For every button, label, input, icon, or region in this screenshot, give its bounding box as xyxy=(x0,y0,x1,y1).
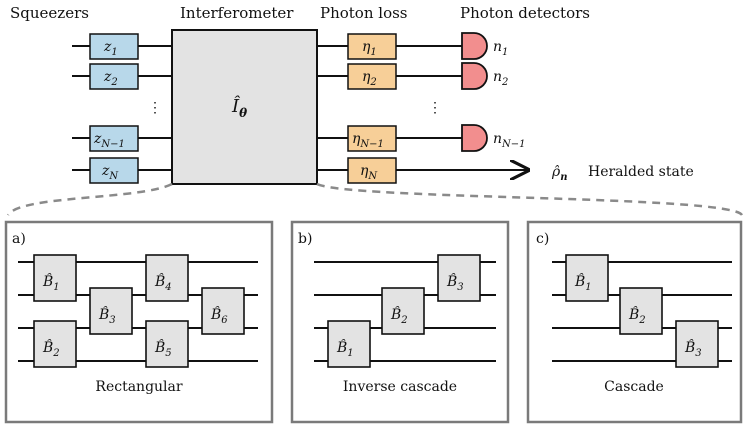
beamsplitter-box xyxy=(675,320,719,368)
squeezer-box xyxy=(89,157,139,184)
panel-c-labels: B̂1 B̂2 B̂3 xyxy=(574,272,702,359)
zoom-line-right xyxy=(316,182,744,216)
loss-box xyxy=(347,63,397,90)
panel-a-tag: a) xyxy=(12,231,26,247)
detector-icon xyxy=(461,62,488,90)
loss-label: η2 xyxy=(362,69,377,88)
beamsplitter-box xyxy=(201,287,245,335)
photon-detectors xyxy=(461,32,488,152)
squeezer-box xyxy=(89,125,139,152)
header-squeezers: Squeezers xyxy=(10,4,89,22)
heralded-symbol: ρ̂n xyxy=(551,164,568,183)
squeezer-labels: z1 z2 zN−1 zN xyxy=(93,39,125,182)
beamsplitter-label: B̂2 xyxy=(390,305,408,326)
beamsplitter-label: B̂3 xyxy=(684,338,702,359)
beamsplitter-box xyxy=(437,254,481,302)
ellipsis-left: ⋮ xyxy=(148,100,162,116)
beamsplitter-box xyxy=(565,254,609,302)
header-photon-loss: Photon loss xyxy=(320,4,408,22)
loss-boxes xyxy=(347,33,397,184)
detector-icon xyxy=(461,32,488,60)
loss-label: ηN−1 xyxy=(352,131,384,150)
ellipsis-right: ⋮ xyxy=(428,100,442,116)
beamsplitter-box xyxy=(89,287,133,335)
beamsplitter-label: B̂3 xyxy=(446,272,464,293)
loss-box xyxy=(347,157,397,184)
panel-c-beamsplitters xyxy=(565,254,719,368)
panel-c-caption: Cascade xyxy=(604,379,664,395)
squeezer-box xyxy=(89,63,139,90)
beamsplitter-label: B̂2 xyxy=(628,305,646,326)
loss-box xyxy=(347,33,397,60)
loss-labels: η1 η2 ηN−1 ηN xyxy=(352,39,384,182)
beamsplitter-label: B̂4 xyxy=(154,272,172,293)
beamsplitter-box xyxy=(381,287,425,335)
squeezer-boxes xyxy=(89,33,139,184)
beamsplitter-box xyxy=(327,320,371,368)
beamsplitter-label: B̂6 xyxy=(210,305,228,326)
header-photon-detectors: Photon detectors xyxy=(460,4,590,22)
panel-b-caption: Inverse cascade xyxy=(343,379,457,395)
beamsplitter-box xyxy=(33,254,77,302)
beamsplitter-label: B̂1 xyxy=(42,272,60,293)
beamsplitter-label: B̂5 xyxy=(154,338,172,359)
squeezer-label: z2 xyxy=(103,69,118,88)
interferometer-symbol: Îθ xyxy=(231,94,247,120)
detector-labels: n1 n2 nN−1 xyxy=(493,39,526,150)
interferometer-box xyxy=(171,29,318,185)
beamsplitter-box xyxy=(619,287,663,335)
detector-label: nN−1 xyxy=(493,131,526,150)
beamsplitter-label: B̂1 xyxy=(336,338,354,359)
beamsplitter-box xyxy=(33,320,77,368)
loss-label: ηN xyxy=(360,163,378,182)
beamsplitter-box xyxy=(145,320,189,368)
panel-b-labels: B̂1 B̂2 B̂3 xyxy=(336,272,464,359)
squeezer-box xyxy=(89,33,139,60)
loss-label: η1 xyxy=(362,39,377,58)
detector-label: n1 xyxy=(493,39,508,58)
beamsplitter-label: B̂3 xyxy=(98,305,116,326)
squeezer-label: zN xyxy=(101,163,119,182)
panel-b-tag: b) xyxy=(298,231,312,247)
header-interferometer: Interferometer xyxy=(180,4,294,22)
beamsplitter-label: B̂1 xyxy=(574,272,592,293)
squeezer-label: z1 xyxy=(103,39,118,58)
zoom-line-left xyxy=(6,182,173,216)
panel-a-caption: Rectangular xyxy=(95,379,182,395)
loss-box xyxy=(347,125,397,152)
detector-icon xyxy=(461,124,488,152)
beamsplitter-box xyxy=(145,254,189,302)
panel-b-beamsplitters xyxy=(327,254,481,368)
panel-c-tag: c) xyxy=(536,231,549,247)
panel-a-beamsplitters xyxy=(33,254,245,368)
detector-label: n2 xyxy=(493,69,508,88)
panel-a-labels: B̂1 B̂2 B̂3 B̂4 B̂5 B̂6 xyxy=(42,272,228,359)
heralded-label: Heralded state xyxy=(588,164,694,180)
beamsplitter-label: B̂2 xyxy=(42,338,60,359)
squeezer-label: zN−1 xyxy=(93,131,125,150)
